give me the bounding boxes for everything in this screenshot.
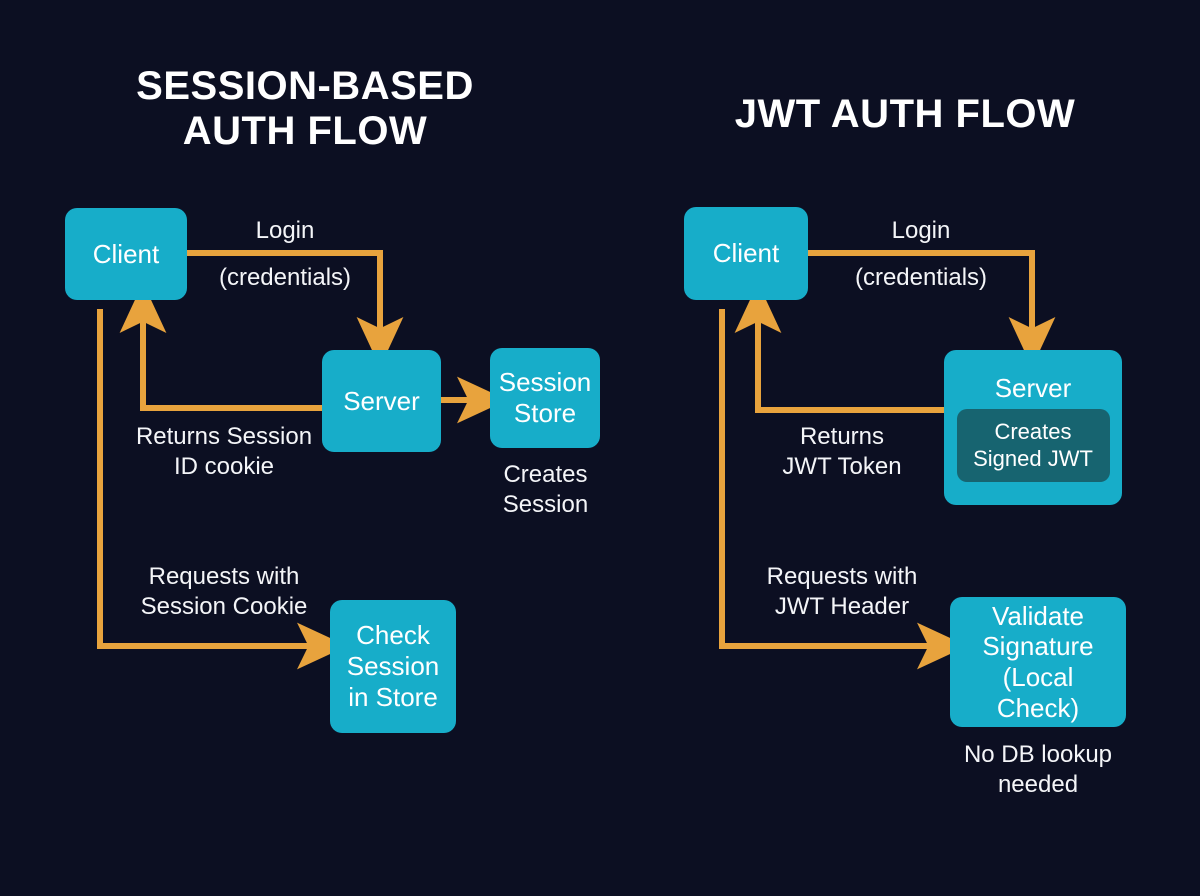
edge-label-login-jwt: Login [891, 217, 951, 244]
annotation-creates-session: Creates Session [502, 461, 589, 518]
page-title-jwt: JWT AUTH FLOW [734, 92, 1076, 136]
node-server-jwt-label: Server [994, 372, 1072, 403]
edge-label-credentials-session: (credentials) [218, 264, 352, 291]
annotation-no-db-lookup-needed: No DB lookup needed [963, 741, 1113, 798]
node-creates-signed-jwt[interactable]: Creates Signed JWT [956, 409, 1110, 483]
node-session-store[interactable]: Session Store [490, 348, 600, 448]
node-server-jwt[interactable]: Server Creates Signed JWT [944, 350, 1122, 505]
edge-label-returns-session-id-cookie: Returns Session ID cookie [135, 423, 313, 480]
edge-left-returns [119, 282, 322, 411]
edge-label-requests-with-session-cookie: Requests with Session Cookie [140, 563, 308, 620]
node-client-jwt[interactable]: Client [684, 207, 808, 300]
edge-label-returns-jwt-token: Returns JWT Token [782, 423, 902, 480]
node-check-session-in-store[interactable]: Check Session in Store [330, 600, 456, 733]
node-client-session[interactable]: Client [65, 208, 187, 300]
edge-label-login-session: Login [255, 217, 315, 244]
page-title-session-based: SESSION-BASED AUTH FLOW [136, 64, 474, 153]
edge-right-returns [734, 282, 944, 413]
node-validate-signature[interactable]: Validate Signature (Local Check) [950, 597, 1126, 727]
edge-label-requests-with-jwt-header: Requests with JWT Header [766, 563, 918, 620]
node-server-session[interactable]: Server [322, 350, 441, 452]
edge-label-credentials-jwt: (credentials) [854, 264, 988, 291]
